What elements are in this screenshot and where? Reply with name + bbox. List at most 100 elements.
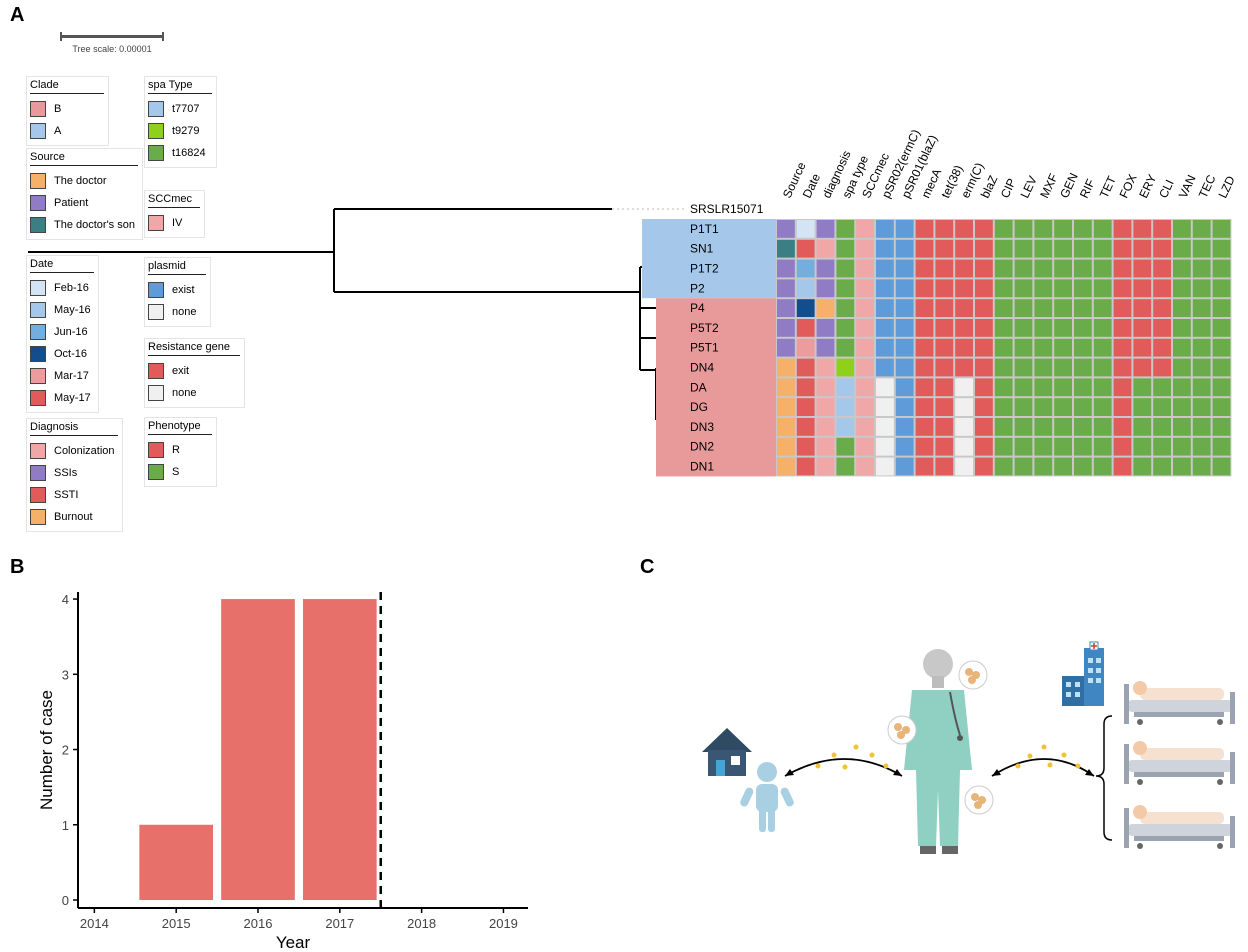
heatmap-cell	[1054, 259, 1072, 278]
legend-swatch	[148, 442, 164, 458]
legend-swatch	[30, 280, 46, 296]
legend-item: SSTI	[30, 484, 118, 506]
heatmap-cell	[1113, 457, 1132, 476]
heatmap-cell	[1133, 378, 1152, 397]
heatmap-cell	[796, 378, 815, 397]
legend-item: The doctor	[30, 170, 138, 192]
heatmap-cell	[1153, 358, 1171, 377]
heatmap-cell	[856, 279, 874, 298]
leaf-label: P4	[690, 301, 705, 315]
heatmap-cell	[895, 437, 914, 456]
y-tick-label: 3	[62, 667, 69, 682]
heatmap-cell	[876, 437, 894, 456]
heatmap-cell	[1054, 338, 1072, 357]
heatmap-cell	[1153, 259, 1171, 278]
heatmap-cell	[1192, 398, 1211, 416]
legend-label: May-16	[54, 304, 91, 316]
heatmap-cell	[1014, 299, 1033, 317]
x-tick-label: 2015	[162, 916, 191, 931]
heatmap-cell	[1173, 299, 1191, 317]
heatmap-cell	[975, 259, 993, 278]
heatmap-cell	[777, 319, 795, 337]
heatmap-cell	[1153, 437, 1171, 456]
heatmap-cell	[1173, 319, 1191, 337]
legend-swatch	[30, 195, 46, 211]
heatmap: P1T1SN1P1T2P2P4P5T2P5T1DN4DADGDN3DN2DN1S…	[690, 127, 1238, 477]
legend-label: Mar-17	[54, 370, 89, 382]
heatmap-cell	[1113, 338, 1132, 357]
heatmap-cell	[1034, 378, 1053, 397]
heatmap-cell	[1113, 319, 1132, 337]
heatmap-cell	[935, 358, 954, 377]
heatmap-cell	[895, 259, 914, 278]
heatmap-column-header: CLI	[1156, 177, 1177, 200]
legend-label: Oct-16	[54, 348, 88, 360]
legend-item: t16824	[148, 142, 212, 164]
heatmap-cell	[1034, 239, 1053, 258]
legend-label: May-17	[54, 392, 91, 404]
heatmap-column-header: RIF	[1077, 177, 1098, 200]
heatmap-cell	[1212, 398, 1231, 416]
legend-item: Oct-16	[30, 343, 94, 365]
heatmap-cell	[1133, 418, 1152, 436]
tree-scale: Tree scale: 0.00001	[60, 30, 164, 54]
heatmap-cell	[1054, 239, 1072, 258]
heatmap-cell	[876, 338, 894, 357]
heatmap-cell	[935, 299, 954, 317]
legend-item: SSIs	[30, 462, 118, 484]
heatmap-cell	[1212, 319, 1231, 337]
transmission-illustration	[702, 641, 1235, 854]
heatmap-cell	[955, 299, 973, 317]
legend-title: Resistance gene	[148, 341, 240, 356]
heatmap-cell	[1133, 398, 1152, 416]
heatmap-cell	[935, 319, 954, 337]
heatmap-cell	[1034, 457, 1053, 476]
heatmap-cell	[915, 457, 934, 476]
heatmap-cell	[856, 457, 874, 476]
heatmap-cell	[1192, 378, 1211, 397]
legend-label: none	[172, 387, 197, 399]
heatmap-cell	[915, 418, 934, 436]
phylogenetic-tree	[28, 208, 686, 467]
legend-item: none	[148, 382, 240, 404]
legend-swatch	[30, 217, 46, 233]
heatmap-cell	[915, 220, 934, 238]
heatmap-cell	[994, 378, 1013, 397]
heatmap-cell	[994, 299, 1013, 317]
heatmap-cell	[1192, 338, 1211, 357]
heatmap-cell	[915, 259, 934, 278]
heatmap-cell	[816, 338, 835, 357]
leaf-label: P1T2	[690, 262, 719, 276]
heatmap-cell	[836, 299, 855, 317]
heatmap-cell	[796, 299, 815, 317]
heatmap-cell	[856, 378, 874, 397]
heatmap-cell	[955, 418, 973, 436]
heatmap-cell	[935, 457, 954, 476]
heatmap-cell	[1014, 358, 1033, 377]
heatmap-cell	[955, 437, 973, 456]
heatmap-cell	[975, 378, 993, 397]
heatmap-cell	[876, 398, 894, 416]
heatmap-cell	[1034, 220, 1053, 238]
heatmap-cell	[1034, 437, 1053, 456]
legend-swatch	[30, 465, 46, 481]
x-tick-label: 2017	[325, 916, 354, 931]
clade-band-b	[656, 298, 776, 477]
heatmap-cell	[955, 398, 973, 416]
heatmap-cell	[975, 398, 993, 416]
heatmap-column-header: VAN	[1176, 173, 1199, 200]
legend-item: exist	[148, 279, 206, 301]
heatmap-cell	[1093, 259, 1112, 278]
heatmap-cell	[895, 299, 914, 317]
legend-swatch	[148, 363, 164, 379]
heatmap-cell	[1153, 279, 1171, 298]
heatmap-cell	[1113, 259, 1132, 278]
clade-bands	[642, 219, 776, 477]
heatmap-cell	[1173, 398, 1191, 416]
heatmap-cell	[994, 338, 1013, 357]
heatmap-cell	[1153, 457, 1171, 476]
heatmap-cell	[895, 378, 914, 397]
heatmap-cell	[836, 220, 855, 238]
legend-swatch	[30, 123, 46, 139]
